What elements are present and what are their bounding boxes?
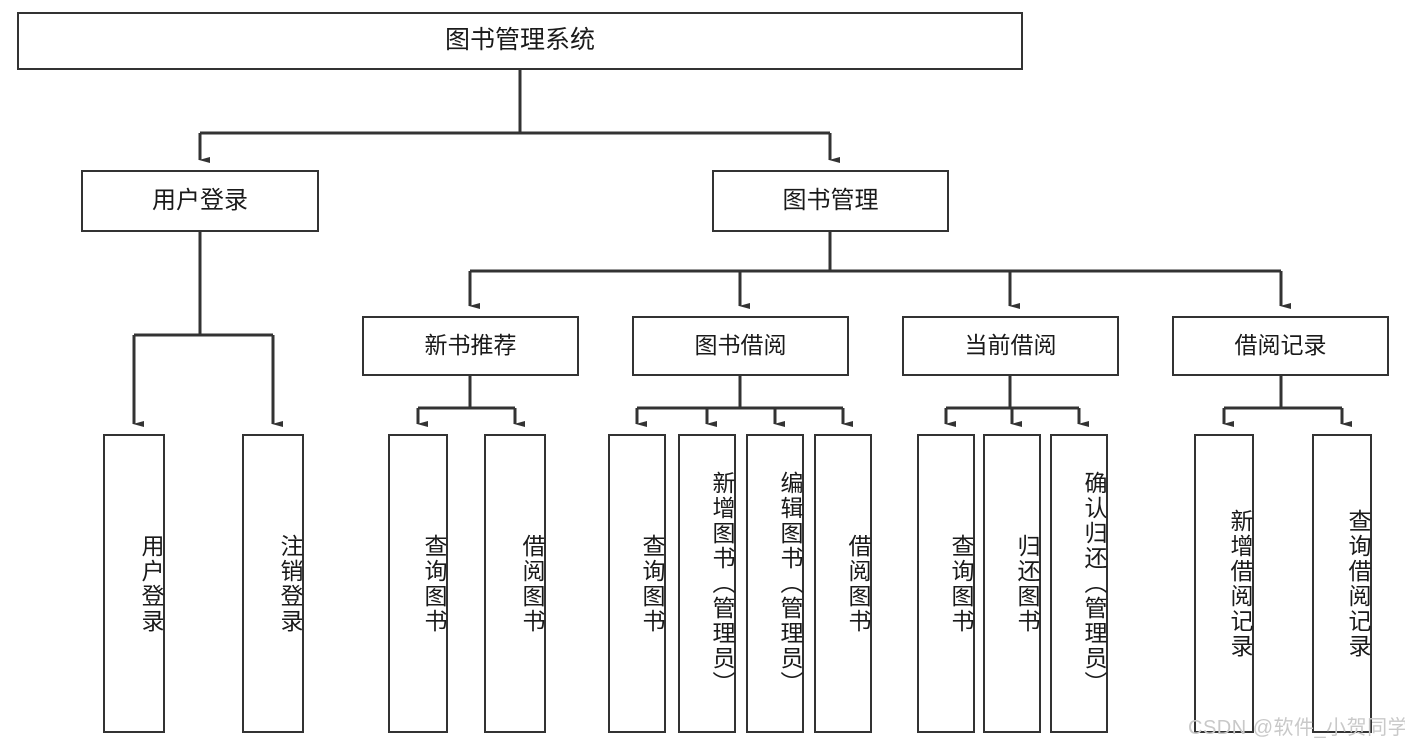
node-book-manage[interactable]: 图书管理 [712,170,949,232]
node-leaf-add-record[interactable]: 新增借阅记录 [1194,434,1254,733]
node-leaf-logout[interactable]: 注销登录 [242,434,304,733]
node-leaf-add-book[interactable]: 新增图书（管理员） [678,434,736,733]
node-leaf-query-book-rec-label: 查询图书 [421,533,447,634]
node-current-borrow-label: 当前借阅 [964,332,1057,359]
node-user-login[interactable]: 用户登录 [81,170,319,232]
csdn-watermark: CSDN @软件_小贺同学 [1188,717,1405,739]
node-leaf-user-login[interactable]: 用户登录 [103,434,165,733]
node-book-manage-label: 图书管理 [782,186,879,214]
node-leaf-borrow-book-rec[interactable]: 借阅图书 [484,434,546,733]
node-user-login-label: 用户登录 [152,186,248,214]
node-leaf-borrow-book-rec-label: 借阅图书 [519,533,545,634]
node-leaf-query-record[interactable]: 查询借阅记录 [1312,434,1372,733]
node-leaf-confirm-return-label: 确认归还（管理员） [1081,471,1107,696]
node-leaf-add-book-label: 新增图书（管理员） [709,471,735,696]
node-current-borrow[interactable]: 当前借阅 [902,316,1119,376]
node-borrow-record-label: 借阅记录 [1234,332,1327,359]
node-leaf-borrow-book-label: 借阅图书 [845,533,871,634]
node-leaf-confirm-return[interactable]: 确认归还（管理员） [1050,434,1108,733]
node-leaf-add-record-label: 新增借阅记录 [1227,508,1253,659]
node-book-borrow-label: 图书借阅 [694,332,787,359]
node-leaf-query-book-label: 查询图书 [639,533,665,634]
node-root-label: 图书管理系统 [444,26,595,55]
node-new-book-rec[interactable]: 新书推荐 [362,316,579,376]
node-book-borrow[interactable]: 图书借阅 [632,316,849,376]
node-leaf-query-book[interactable]: 查询图书 [608,434,666,733]
node-leaf-user-login-label: 用户登录 [138,533,164,634]
node-root[interactable]: 图书管理系统 [17,12,1023,70]
node-leaf-query-book-cur[interactable]: 查询图书 [917,434,975,733]
node-leaf-edit-book-label: 编辑图书（管理员） [777,471,803,696]
node-leaf-query-record-label: 查询借阅记录 [1345,508,1371,659]
node-leaf-query-book-rec[interactable]: 查询图书 [388,434,448,733]
node-leaf-return-book-label: 归还图书 [1014,533,1040,634]
node-leaf-query-book-cur-label: 查询图书 [948,533,974,634]
node-leaf-borrow-book[interactable]: 借阅图书 [814,434,872,733]
node-new-book-rec-label: 新书推荐 [424,332,517,359]
node-leaf-return-book[interactable]: 归还图书 [983,434,1041,733]
node-leaf-logout-label: 注销登录 [277,533,303,634]
node-leaf-edit-book[interactable]: 编辑图书（管理员） [746,434,804,733]
node-borrow-record[interactable]: 借阅记录 [1172,316,1389,376]
